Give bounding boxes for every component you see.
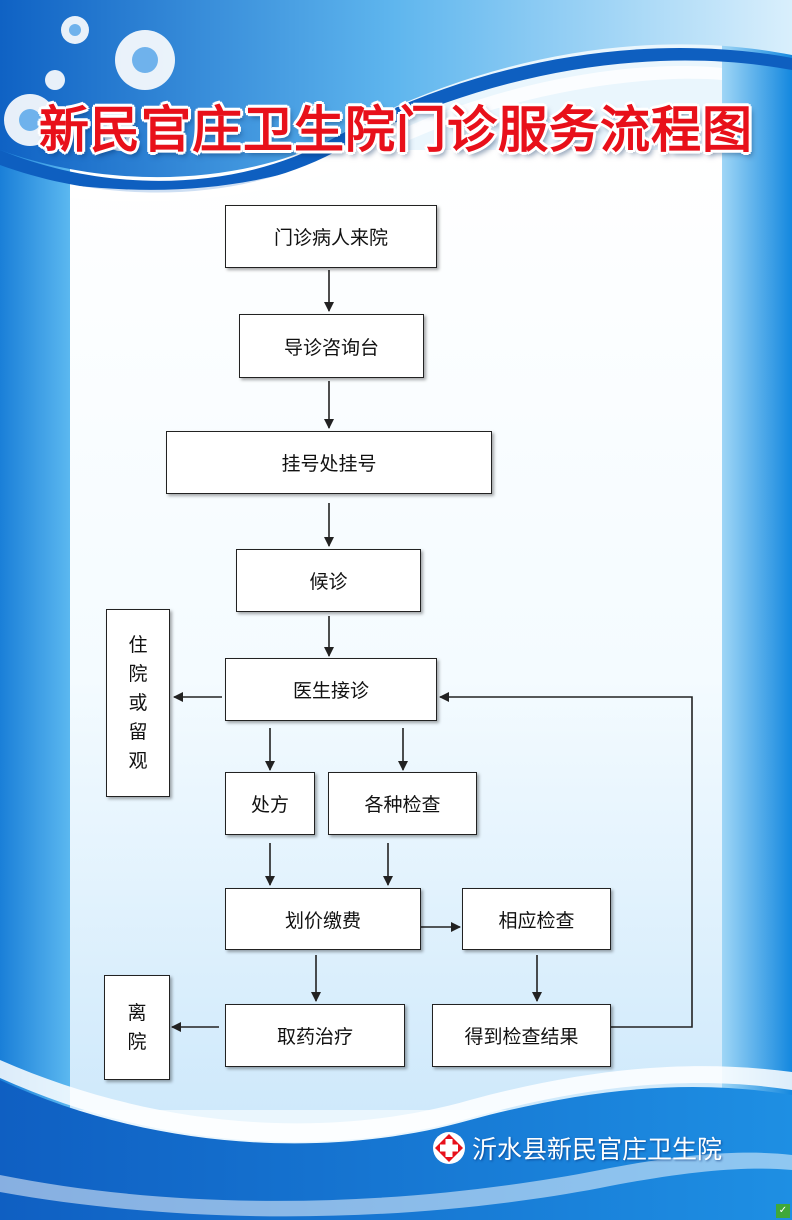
page-title: 新民官庄卫生院门诊服务流程图 — [39, 101, 753, 159]
node-register: 挂号处挂号 — [166, 431, 492, 494]
leave-char: 离 — [127, 1001, 147, 1024]
footer: 沂水县新民官庄卫生院 — [432, 1128, 722, 1168]
node-wait: 候诊 — [236, 549, 421, 612]
hospitalize-char: 留 — [128, 720, 148, 743]
node-arrive: 门诊病人来院 — [225, 205, 437, 268]
hospital-name: 沂水县新民官庄卫生院 — [472, 1135, 723, 1164]
corner-mark: ✓ — [776, 1204, 790, 1218]
hospitalize-char: 住 — [128, 633, 148, 656]
hospitalize-char: 观 — [128, 749, 148, 772]
hospitalize-char: 院 — [128, 662, 148, 685]
node-payment: 划价缴费 — [225, 888, 421, 950]
node-hospitalize: 住 院 或 留 观 — [106, 609, 170, 797]
node-guide: 导诊咨询台 — [239, 314, 424, 378]
node-results: 得到检查结果 — [432, 1004, 611, 1067]
node-corresponding-exam: 相应检查 — [462, 888, 611, 950]
leave-char: 院 — [127, 1030, 147, 1053]
red-cross-icon — [433, 1132, 465, 1164]
node-prescription: 处方 — [225, 772, 315, 835]
node-leave: 离 院 — [104, 975, 170, 1080]
node-doctor: 医生接诊 — [225, 658, 437, 721]
hospitalize-char: 或 — [128, 691, 148, 714]
node-medicine: 取药治疗 — [225, 1004, 405, 1067]
node-exams: 各种检查 — [328, 772, 477, 835]
